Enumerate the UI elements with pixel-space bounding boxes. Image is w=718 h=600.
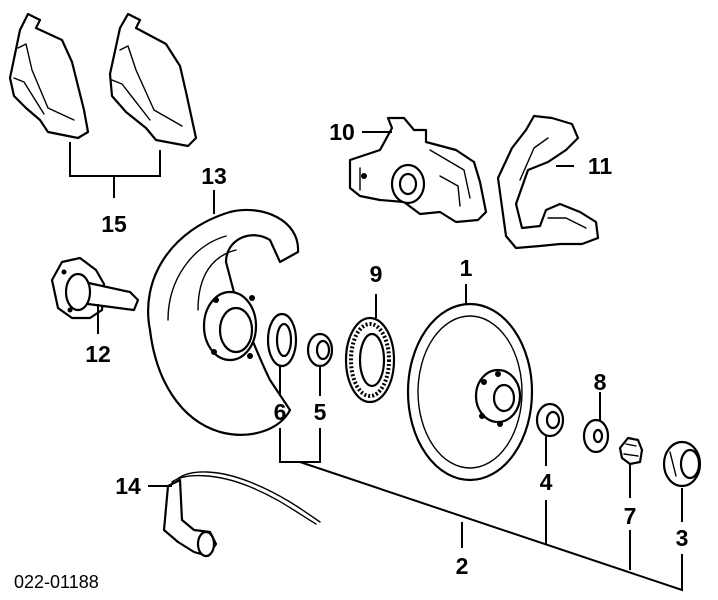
callout-10: 10 xyxy=(329,119,355,145)
callout-6: 6 xyxy=(274,399,287,425)
inner-bearing xyxy=(306,332,334,368)
callout-9: 9 xyxy=(370,261,383,287)
brake-pad-right xyxy=(108,12,198,148)
callout-3: 3 xyxy=(676,525,689,551)
callout-1: 1 xyxy=(460,255,473,281)
callout-12: 12 xyxy=(85,341,111,367)
callout-14: 14 xyxy=(115,473,141,499)
bearing-seal xyxy=(266,312,298,368)
callout-15: 15 xyxy=(101,211,127,237)
splash-shield xyxy=(147,208,300,436)
drawing-number: 022-01188 xyxy=(14,572,99,592)
callout-4: 4 xyxy=(540,469,553,495)
castle-nut xyxy=(618,436,644,466)
brake-pad-left xyxy=(8,12,90,140)
callout-2: 2 xyxy=(456,553,469,579)
wheel-spindle xyxy=(50,256,140,320)
brake-rotor xyxy=(406,302,534,482)
abs-tone-ring xyxy=(344,316,396,404)
callout-5: 5 xyxy=(314,399,327,425)
leader-15 xyxy=(69,142,161,198)
callout-8: 8 xyxy=(594,369,607,395)
leader-2-bracket xyxy=(279,428,683,592)
outer-bearing xyxy=(535,402,565,438)
abs-sensor xyxy=(162,471,321,558)
brake-caliper xyxy=(348,116,488,224)
callout-7: 7 xyxy=(624,503,637,529)
callout-11: 11 xyxy=(588,153,613,179)
dust-cap xyxy=(662,440,702,488)
callout-13: 13 xyxy=(201,163,227,189)
caliper-bracket xyxy=(496,114,600,250)
thrust-washer xyxy=(582,418,610,454)
